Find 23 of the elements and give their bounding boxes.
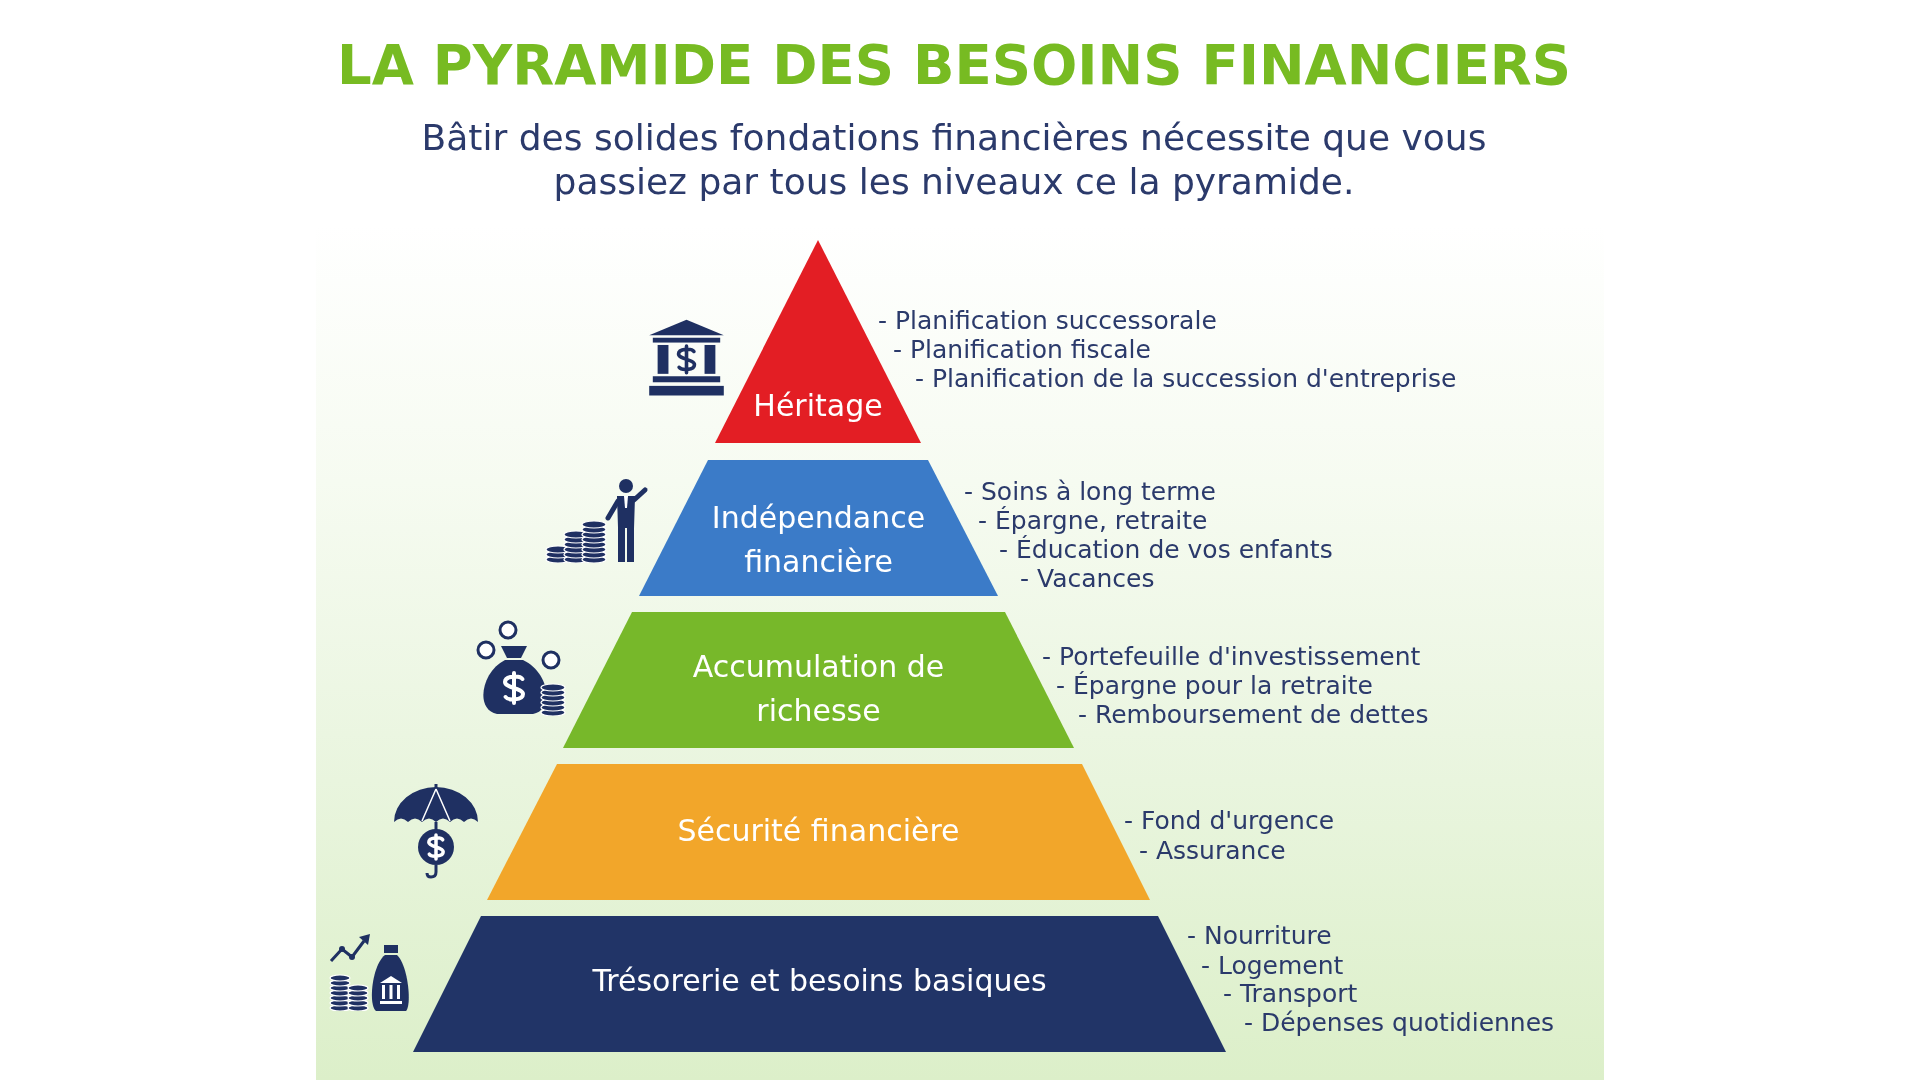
list-item: - Épargne, retraite (978, 505, 1208, 535)
list-item: - Nourriture (1187, 920, 1332, 950)
subtitle: Bâtir des solides fondations financières nécessite que vous passiez par tous les niveaux ce la pyramide. (420, 116, 1488, 204)
list-item: - Planification successorale (878, 305, 1217, 335)
level-label: Accumulation de richesse (691, 648, 946, 730)
list-item: - Vacances (1020, 563, 1155, 593)
list-item: - Transport (1223, 978, 1358, 1008)
list-item: - Remboursement de dettes (1078, 699, 1429, 729)
list-item: - Portefeuille d'investissement (1042, 641, 1421, 671)
title: LA PYRAMIDE DES BESOINS FINANCIERS (336, 33, 1572, 97)
level-label: Héritage (752, 387, 884, 425)
list-item: - Soins à long terme (964, 476, 1216, 506)
level-label: Sécurité financière (676, 812, 961, 850)
list-item: - Dépenses quotidiennes (1244, 1007, 1555, 1037)
list-item: - Planification de la succession d'entreprise (915, 363, 1457, 393)
list-item: - Planification fiscale (893, 334, 1151, 364)
list-item: - Fond d'urgence (1124, 805, 1335, 835)
list-item: - Assurance (1139, 835, 1286, 865)
list-item: - Épargne pour la retraite (1056, 670, 1373, 700)
level-label: Trésorerie et besoins basiques (591, 962, 1048, 1000)
level-label: Indépendance financière (710, 499, 927, 581)
list-item: - Logement (1201, 950, 1344, 980)
list-item: - Éducation de vos enfants (999, 534, 1333, 564)
